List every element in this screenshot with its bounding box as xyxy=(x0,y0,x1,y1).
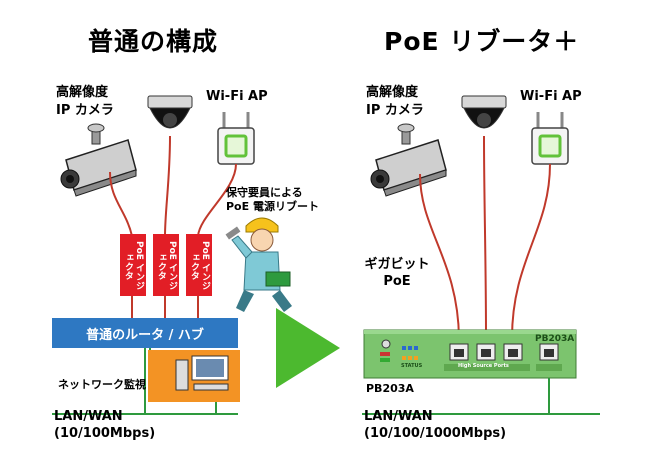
maintenance-label-line1: 保守要員による xyxy=(226,186,303,199)
right-ip-camera-icon xyxy=(370,123,447,197)
injector-label-3-line1: PoE xyxy=(200,241,210,261)
left-monitor-box xyxy=(148,350,240,402)
transition-arrow-icon xyxy=(276,308,340,388)
injector-label-3-line2: インジェクタ xyxy=(189,252,210,291)
monitor-label: ネットワーク監視 xyxy=(58,378,146,391)
right-poe-cables xyxy=(419,135,551,339)
right-dome-camera-icon xyxy=(461,95,507,129)
injector-label-2-line1: PoE xyxy=(167,241,177,261)
left-lan-label-line2: (10/100Mbps) xyxy=(54,426,156,441)
device-port-label: High Source Ports xyxy=(458,363,509,369)
pb203a-device-icon xyxy=(363,329,577,379)
router-hub-bar: 普通のルータ / ハブ xyxy=(52,318,238,348)
maintenance-label-line2: PoE 電源リブート xyxy=(226,200,319,213)
left-lan-label-line1: LAN/WAN xyxy=(54,409,123,424)
device-status-label: STATUS xyxy=(401,363,423,369)
injector-label-1-line2: インジェクタ xyxy=(123,252,144,291)
left-wifi-label: Wi-Fi AP xyxy=(206,89,268,104)
left-camera-label-line2: IP カメラ xyxy=(56,103,114,118)
right-title: PoE リブータ＋ xyxy=(384,27,580,56)
injector-label-1-line1: PoE xyxy=(134,241,144,261)
left-title: 普通の構成 xyxy=(88,27,219,56)
left-poe-cables xyxy=(109,135,237,318)
injector-label-1: PoE インジェクタ xyxy=(122,240,144,292)
right-wifi-ap-icon xyxy=(531,112,569,165)
left-poe-injectors xyxy=(120,234,212,296)
right-lan-label-line2: (10/100/1000Mbps) xyxy=(364,426,507,441)
left-lan-cables xyxy=(52,348,238,415)
injector-label-3: PoE インジェクタ xyxy=(188,240,210,292)
left-wifi-ap-icon xyxy=(217,112,255,165)
right-camera-label-line1: 高解像度 xyxy=(366,85,419,100)
device-model-label: PB203A xyxy=(366,382,414,395)
right-camera-label-line2: IP カメラ xyxy=(366,103,424,118)
left-camera-label-line1: 高解像度 xyxy=(56,85,109,100)
gigabit-poe-label-line1: ギガビット xyxy=(364,257,430,272)
right-wifi-label: Wi-Fi AP xyxy=(520,89,582,104)
left-dome-camera-icon xyxy=(147,95,193,129)
gigabit-poe-label-line2: PoE xyxy=(383,274,411,289)
right-lan-cables xyxy=(362,378,600,415)
device-brand-label: PB203A xyxy=(535,334,575,344)
left-ip-camera-icon xyxy=(60,123,137,197)
maintenance-worker-icon xyxy=(225,217,292,312)
right-lan-label-line1: LAN/WAN xyxy=(364,409,433,424)
injector-label-2-line2: インジェクタ xyxy=(156,252,177,291)
injector-label-2: PoE インジェクタ xyxy=(155,240,177,292)
